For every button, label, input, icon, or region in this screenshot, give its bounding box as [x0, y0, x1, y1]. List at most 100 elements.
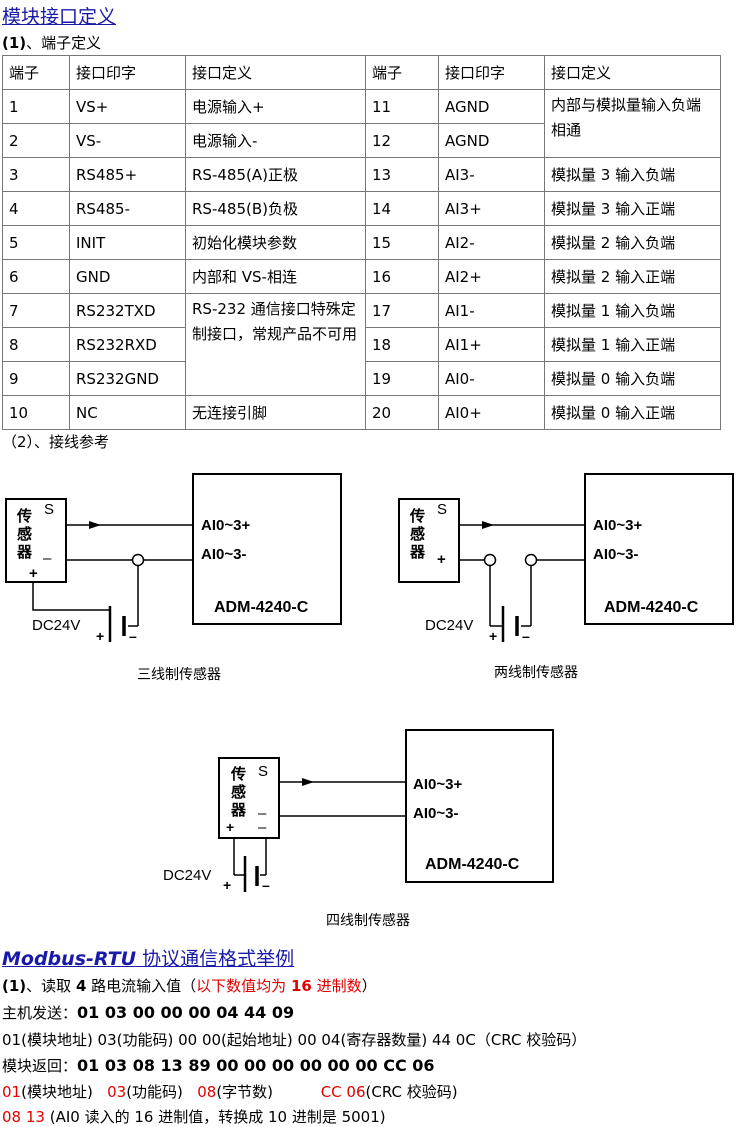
table-cell: 18 — [365, 327, 439, 362]
sensor-char: 器 — [409, 544, 426, 561]
table-cell: 6 — [2, 259, 70, 294]
four-wire-caption: 四线制传感器 — [326, 912, 410, 929]
sensor-char: 传 — [409, 507, 425, 525]
pin-minus-label: – — [258, 819, 267, 836]
table-cell: RS232GND — [69, 361, 186, 396]
dc24v-label: DC24V — [425, 617, 473, 634]
table-cell: 8 — [2, 327, 70, 362]
table-cell: RS232RXD — [69, 327, 186, 362]
sensor-char: 感 — [17, 525, 32, 543]
table-cell: 12 — [365, 123, 439, 158]
table-cell: RS232TXD — [69, 293, 186, 328]
table-cell: AI2+ — [438, 259, 545, 294]
sensor-box — [5, 498, 67, 583]
table-cell: 4 — [2, 191, 70, 226]
device-box — [405, 729, 554, 883]
host-detail-line: 01(模块地址) 03(功能码) 00 00(起始地址) 00 04(寄存器数量… — [2, 1031, 587, 1049]
table-cell: RS-485(B)负极 — [185, 191, 366, 226]
battery-minus-label: – — [262, 877, 270, 893]
table-row: 3 RS485+ RS-485(A)正极 13 AI3- 模拟量 3 输入负端 — [2, 157, 721, 192]
sensor-box — [218, 757, 280, 839]
terminal-def-subheading: (1)、端子定义 — [2, 32, 101, 53]
table-cell: 19 — [365, 361, 439, 396]
table-cell: AI3- — [438, 157, 545, 192]
table-cell: 2 — [2, 123, 70, 158]
pin-s-label: S — [437, 501, 447, 518]
wiring-subheading: （2）、接线参考 — [2, 433, 110, 451]
ai-plus-label: AI0~3+ — [413, 776, 462, 793]
dc24v-label: DC24V — [163, 867, 211, 884]
table-cell: 模拟量 3 输入正端 — [544, 191, 721, 226]
sub1-text: 、端子定义 — [26, 34, 102, 52]
host-value: 01 03 00 00 00 04 44 09 — [77, 1003, 295, 1022]
host-label: 主机发送： — [2, 1004, 78, 1022]
modbus-heading[interactable]: Modbus-RTU 协议通信格式举例 — [2, 944, 294, 971]
modbus-heading-link[interactable]: Modbus-RTU — [2, 948, 137, 970]
battery-plus-label: + — [489, 628, 497, 644]
device-box — [584, 473, 734, 625]
sensor-char: 器 — [16, 544, 33, 561]
three-wire-diagram: 传 感 器 S – + AI0~3+ AI0~3- ADM-4240-C DC2… — [5, 473, 342, 683]
table-cell: AGND — [438, 89, 545, 124]
modbus-heading-text: 协议通信格式举例 — [136, 948, 295, 970]
p1-number: (1) — [2, 977, 27, 995]
sensor-char: 传 — [16, 507, 32, 525]
table-cell: 模拟量 3 输入负端 — [544, 157, 721, 192]
ai0-hex: 08 13 — [2, 1108, 45, 1126]
pin-s-label: S — [44, 501, 54, 518]
terminal-table: 端子 接口印字 接口定义 端子 接口印字 接口定义 1 VS+ 电源输入+ 11… — [2, 55, 721, 430]
battery-minus-label: – — [522, 628, 530, 644]
arrow-icon — [89, 521, 101, 529]
table-header: 端子 — [2, 55, 70, 90]
p1-note: 进制数 — [311, 977, 362, 995]
table-row: 2 VS- 电源输入- 12 AGND — [2, 123, 721, 158]
table-cell: AI3+ — [438, 191, 545, 226]
ai0-desc: (AI0 读入的 16 进制值，转换成 10 进制是 5001) — [44, 1108, 386, 1126]
table-row: 9 RS232GND 19 AI0- 模拟量 0 输入负端 — [2, 361, 721, 396]
p1-text: 路电流输入值（ — [86, 977, 197, 995]
terminal-circle — [483, 553, 497, 567]
table-header: 接口定义 — [544, 55, 721, 90]
return-field: 01 — [2, 1083, 22, 1101]
module-interface-heading[interactable]: 模块接口定义 — [2, 6, 117, 28]
pin-plus-label: + — [226, 819, 234, 835]
table-cell: AI2- — [438, 225, 545, 260]
p1-text: ） — [361, 977, 377, 995]
sensor-char: 器 — [230, 802, 247, 819]
terminal-circle — [131, 553, 145, 567]
table-cell: 模拟量 2 输入负端 — [544, 225, 721, 260]
table-cell: AI0- — [438, 361, 545, 396]
table-header: 端子 — [365, 55, 439, 90]
table-cell: 20 — [365, 395, 439, 430]
table-cell: 7 — [2, 293, 70, 328]
table-cell: RS485- — [69, 191, 186, 226]
device-box — [192, 473, 342, 625]
table-cell: 9 — [2, 361, 70, 396]
agnd-definition-cell: 内部与模拟量输入负端相通 — [544, 89, 721, 158]
table-cell: 模拟量 1 输入正端 — [544, 327, 721, 362]
table-row: 5 INIT 初始化模块参数 15 AI2- 模拟量 2 输入负端 — [2, 225, 721, 260]
table-cell: RS-485(A)正极 — [185, 157, 366, 192]
table-cell: 5 — [2, 225, 70, 260]
return-field: 03 — [107, 1083, 127, 1101]
p1-note: 以下数值均为 — [196, 977, 291, 995]
table-header-row: 端子 接口印字 接口定义 端子 接口印字 接口定义 — [2, 55, 721, 90]
table-header: 接口定义 — [185, 55, 366, 90]
pin-plus-label: + — [29, 565, 38, 582]
table-cell: INIT — [69, 225, 186, 260]
table-cell: 16 — [365, 259, 439, 294]
table-cell: 10 — [2, 395, 70, 430]
pin-plus-label: + — [437, 551, 446, 568]
ai-minus-label: AI0~3- — [201, 546, 246, 563]
table-row: 7 RS232TXD RS-232 通信接口特殊定制接口，常规产品不可用 17 … — [2, 293, 721, 396]
table-row: 1 VS+ 电源输入+ 11 AGND 内部与模拟量输入负端相通 — [2, 89, 721, 158]
p1-count: 4 — [75, 977, 87, 995]
four-wire-diagram: 传 感 器 S – + – AI0~3+ AI0~3- ADM-4240-C D… — [163, 729, 554, 929]
return-field-desc: (模块地址) — [21, 1083, 108, 1101]
sensor-char: 感 — [410, 525, 425, 543]
host-send-line: 主机发送：01 03 00 00 00 04 44 09 — [2, 1002, 294, 1023]
pin-minus-label: – — [43, 550, 52, 567]
table-cell: 11 — [365, 89, 439, 124]
table-cell: 无连接引脚 — [185, 395, 366, 430]
table-cell: 模拟量 1 输入负端 — [544, 293, 721, 328]
